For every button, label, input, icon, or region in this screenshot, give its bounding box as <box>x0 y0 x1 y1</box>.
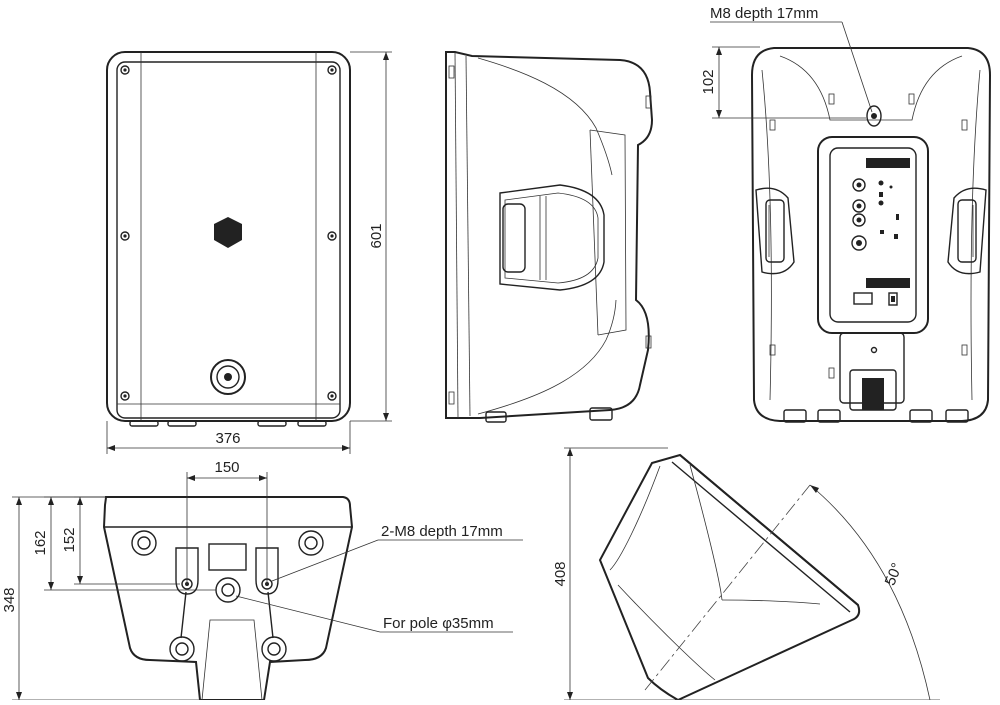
monitor-height-label: 408 <box>552 561 569 586</box>
logo-badge-icon <box>210 359 246 395</box>
screw-icon <box>120 231 130 241</box>
screw-icon <box>120 391 130 401</box>
front-height-dimension: 601 <box>350 51 392 422</box>
bottom-view <box>102 496 354 701</box>
rear-mount-callout: M8 depth 17mm <box>710 5 873 113</box>
front-width-label: 376 <box>215 430 240 447</box>
screw-icon <box>327 65 337 75</box>
bottom-depth-inner-dimension: 152 <box>61 496 180 585</box>
rear-view <box>750 47 992 423</box>
front-view <box>106 51 351 427</box>
screw-icon <box>327 391 337 401</box>
pole-socket <box>215 577 241 603</box>
side-view <box>445 51 654 423</box>
rear-offset-dimension: 102 <box>700 46 866 119</box>
rear-mount-label: M8 depth 17mm <box>710 5 818 22</box>
rear-right-handle <box>947 187 987 275</box>
monitor-height-dimension: 408 <box>552 447 680 701</box>
pole-label: For pole φ35mm <box>383 615 494 632</box>
bottom-spacing-dimension: 150 <box>186 459 268 584</box>
control-panel <box>851 158 910 306</box>
screw-icon <box>327 231 337 241</box>
monitor-angle-dimension: 50° <box>675 484 940 701</box>
bottom-depth-outer-dimension: 162 <box>32 496 216 591</box>
rear-offset-label: 102 <box>700 69 717 94</box>
foot-pad <box>298 530 324 556</box>
bottom-mount-label: 2-M8 depth 17mm <box>381 523 503 540</box>
monitor-angle-label: 50° <box>882 561 906 588</box>
foot-pad <box>169 636 195 662</box>
bottom-depth-outer-label: 162 <box>32 530 49 555</box>
bottom-depth-inner-label: 152 <box>61 527 78 552</box>
screw-icon <box>120 65 130 75</box>
monitor-view <box>598 453 861 702</box>
foot-pad <box>131 530 157 556</box>
bottom-mount-callout: 2-M8 depth 17mm <box>271 523 523 582</box>
bottom-spacing-label: 150 <box>214 459 239 476</box>
rear-left-handle <box>755 187 795 275</box>
bottom-total-depth-label: 348 <box>1 587 18 612</box>
foot-pad <box>261 636 287 662</box>
rear-mount-point <box>866 105 882 127</box>
tweeter-badge-icon <box>214 217 242 248</box>
pole-callout: For pole φ35mm <box>235 595 513 633</box>
front-width-dimension: 376 <box>106 421 351 454</box>
front-height-label: 601 <box>368 223 385 248</box>
